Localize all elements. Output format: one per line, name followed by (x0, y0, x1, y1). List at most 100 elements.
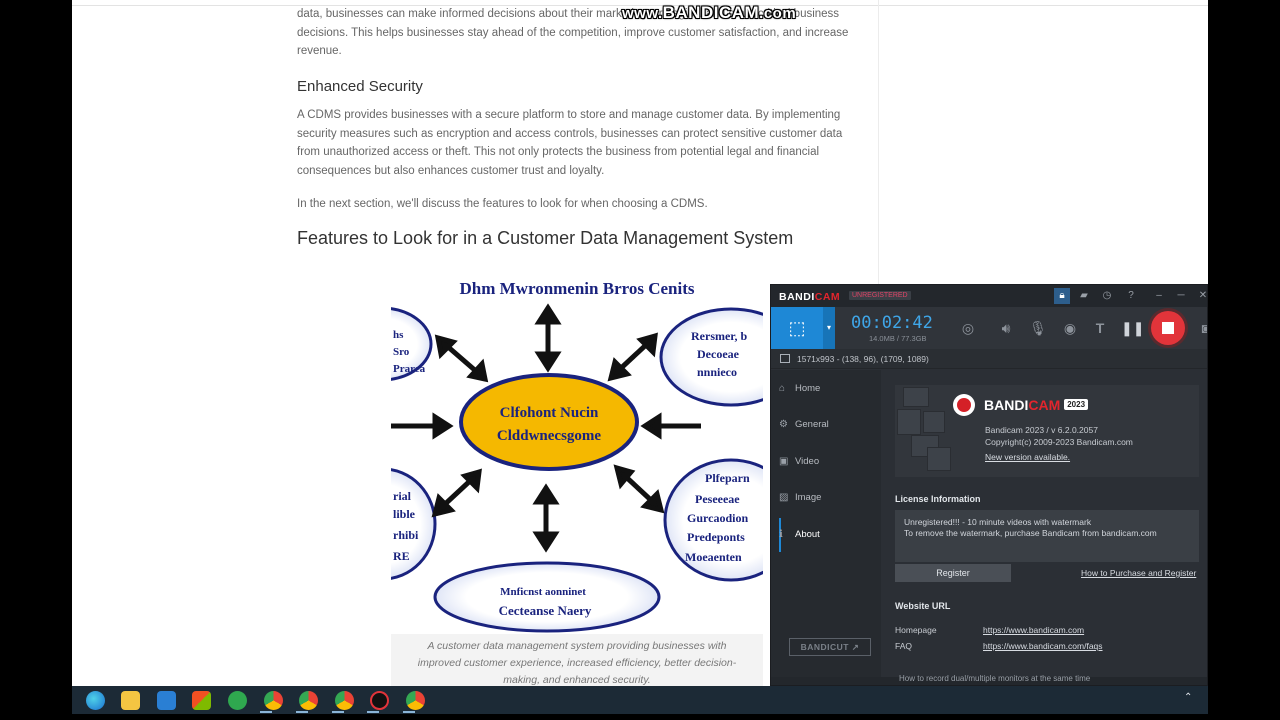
running-indicator (403, 711, 415, 713)
running-indicator (260, 711, 272, 713)
bandicam-watermark: www.BANDICAM.com (622, 3, 796, 23)
bubble-left-top-line3: Prarea (393, 363, 426, 375)
brand-accent: CAM (1028, 397, 1061, 413)
bubble-bottom-line1: Mnficnst aonninet (500, 586, 586, 598)
chrome-icon-4[interactable] (406, 691, 425, 710)
cursor-effect-icon[interactable]: ◉ (1063, 320, 1077, 336)
license-line1: Unregistered!!! - 10 minute videos with … (904, 517, 1092, 527)
minimize-icon[interactable]: – (1156, 290, 1162, 301)
text-overlay-icon[interactable]: T (1095, 320, 1105, 336)
center-node-line1: Clfohont Nucin (500, 405, 599, 421)
nav-video[interactable]: ▣ Video (779, 452, 879, 472)
diagram-title: Dhm Mwronmenin Brros Cenits (459, 279, 694, 298)
folder-icon[interactable]: ▰ (1080, 290, 1088, 301)
gear-icon: ⚙ (779, 419, 788, 430)
unregistered-badge: UNREGISTERED (849, 291, 911, 300)
figure-caption: A customer data management system provid… (391, 634, 763, 686)
help-icon[interactable]: ? (1128, 290, 1134, 301)
bandicam-record-logo-icon (953, 394, 975, 416)
homepage-link[interactable]: https://www.bandicam.com (983, 625, 1085, 635)
bubble-right-bottom-line5: Moeaenten (685, 550, 742, 564)
nav-video-label: Video (795, 456, 820, 467)
watermark-brand: BANDICAM (662, 3, 760, 22)
diagram-image: Dhm Mwronmenin Brros Cenits hs Sro Prare… (391, 279, 763, 633)
bandicam-taskbar-icon[interactable] (370, 691, 389, 710)
how-to-purchase-link[interactable]: How to Purchase and Register (1081, 568, 1197, 578)
nav-general[interactable]: ⚙General (779, 415, 879, 435)
center-node-line2: Clddwnecsgome (497, 428, 602, 444)
green-app-icon[interactable] (228, 691, 247, 710)
active-nav-indicator (779, 518, 781, 552)
diagram-bubble-left-top (391, 307, 433, 381)
tray-chevron-icon[interactable]: ⌃ (1184, 692, 1193, 703)
logo-main: BANDI (779, 291, 815, 303)
mail-icon[interactable] (157, 691, 176, 710)
stop-recording-button[interactable] (1151, 311, 1185, 345)
chrome-icon-2[interactable] (299, 691, 318, 710)
file-size: 14.0MB / 77.3GB (869, 334, 927, 343)
heading-enhanced-security: Enhanced Security (297, 78, 423, 95)
bandicam-titlebar[interactable]: BANDICAM UNREGISTERED 🔒︎ ▰ ◷ ? – ─ ✕ (771, 285, 1208, 307)
webcam-icon[interactable]: ◎ (961, 320, 975, 336)
diagram-bubble-left-bottom (391, 468, 437, 580)
store-icon[interactable] (192, 691, 211, 710)
logo-accent: CAM (814, 291, 841, 303)
license-info-box: Unregistered!!! - 10 minute videos with … (895, 510, 1199, 562)
edge-icon[interactable] (86, 691, 105, 710)
paragraph-security: A CDMS provides businesses with a secure… (297, 109, 843, 177)
file-explorer-icon[interactable] (121, 691, 140, 710)
running-indicator (367, 711, 379, 713)
close-icon[interactable]: ✕ (1198, 290, 1208, 301)
chrome-icon[interactable] (264, 691, 283, 710)
article-figure: Dhm Mwronmenin Brros Cenits hs Sro Prare… (391, 262, 763, 634)
video-icon: ▣ (779, 456, 789, 467)
lock-icon[interactable]: 🔒︎ (1054, 288, 1070, 304)
diagram-bubble-bottom (433, 561, 661, 633)
microphone-icon[interactable]: 🎙︎ (1029, 320, 1047, 336)
bandicut-button[interactable]: BANDICUT ↗ (789, 638, 871, 656)
bubble-left-bottom-line3: rhibi (393, 528, 419, 542)
diagram-bubble-right-bottom (663, 458, 763, 582)
bandicam-window: BANDICAM UNREGISTERED 🔒︎ ▰ ◷ ? – ─ ✕ ⬚ ▾… (770, 284, 1208, 686)
bubble-top-right-line2: Decoeae (697, 347, 740, 361)
screen-mode-button[interactable]: ⬚ (771, 307, 823, 349)
pause-icon[interactable]: ❚❚ (1121, 320, 1145, 336)
speaker-icon[interactable]: 🔊︎ (1001, 320, 1011, 336)
bubble-left-bottom-line4: RE (393, 549, 410, 563)
tip-bar: How to record dual/multiple monitors at … (771, 674, 1207, 685)
diagram-center-node (459, 373, 639, 471)
bubble-left-bottom-line2: lible (393, 507, 416, 521)
nav-home[interactable]: ⌂Home (779, 379, 879, 399)
nav-home-label: Home (795, 383, 821, 394)
paragraph-next-section: In the next section, we'll discuss the f… (297, 198, 708, 210)
nav-image[interactable]: ▨Image (779, 488, 879, 508)
bubble-top-right-line1: Rersmer, b (691, 329, 748, 343)
faq-label: FAQ (895, 641, 913, 651)
mode-dropdown-icon[interactable]: ▾ (823, 307, 835, 349)
restore-icon[interactable]: ─ (1177, 290, 1185, 301)
bubble-left-top-line2: Sro (393, 346, 410, 358)
nav-image-label: Image (795, 492, 822, 503)
license-heading: License Information (895, 494, 981, 504)
bubble-right-bottom-line1: Plfeparn (705, 471, 750, 485)
bubble-right-bottom-line4: Predeponts (687, 530, 745, 544)
bubble-right-bottom-line3: Gurcaodion (687, 511, 748, 525)
paragraph-decisions: data, businesses can make informed decis… (297, 8, 849, 58)
page-top-border (72, 5, 1208, 6)
tip-text[interactable]: How to record dual/multiple monitors at … (899, 674, 1091, 683)
bubble-bottom-line2: Cecteanse Naery (499, 603, 592, 618)
running-indicator (296, 711, 308, 713)
new-version-link[interactable]: New version available. (985, 452, 1071, 462)
register-button[interactable]: Register (895, 564, 1011, 582)
faq-link[interactable]: https://www.bandicam.com/faqs (983, 641, 1103, 651)
screenshot-icon[interactable]: ◙ (1195, 317, 1207, 339)
diagram-arrows (391, 303, 701, 553)
clock-icon[interactable]: ◷ (1102, 290, 1112, 301)
chrome-icon-3[interactable] (335, 691, 354, 710)
bubble-left-bottom-line1: rial (393, 489, 412, 503)
info-icon: ℹ (779, 529, 783, 540)
